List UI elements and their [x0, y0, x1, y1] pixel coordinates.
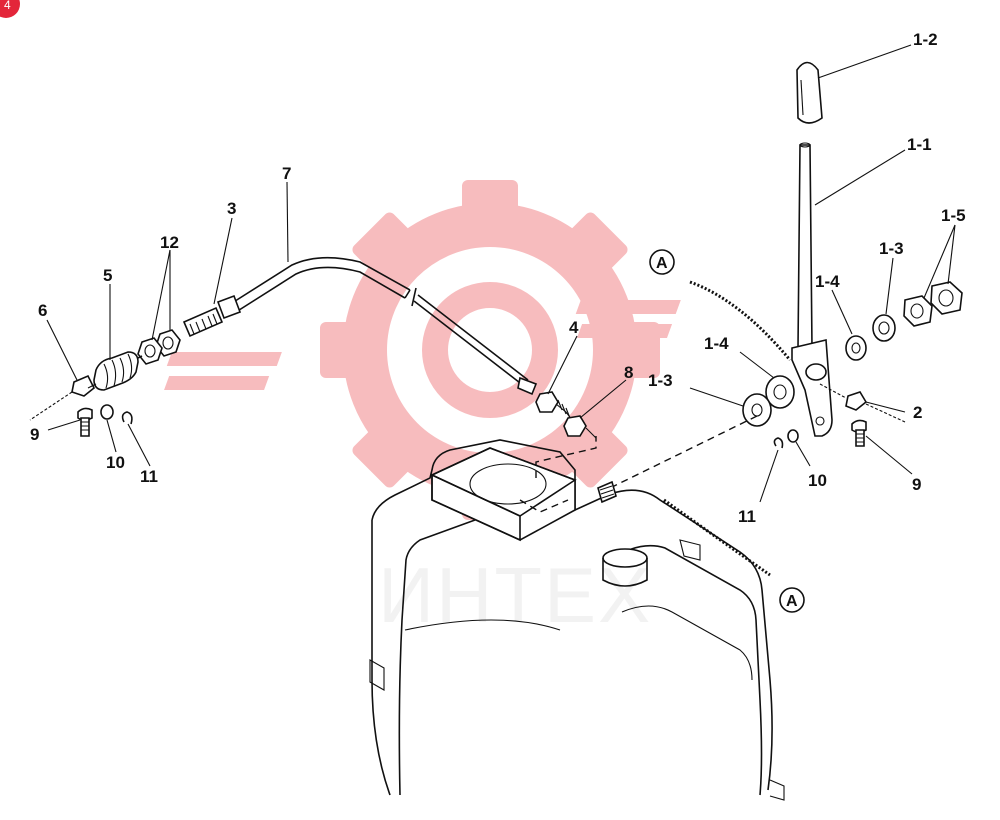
inner-cable-upper [417, 294, 529, 381]
washer-10-left [100, 404, 114, 420]
callout-a-top: A [649, 249, 675, 275]
label-5: 5 [103, 266, 112, 285]
nuts-12 [137, 329, 181, 365]
cable-clamp-right [819, 383, 906, 423]
tank-inner-right [609, 544, 763, 796]
inner-cable-cut [411, 287, 417, 307]
watermark-gear-icon [164, 180, 681, 520]
cable-sheath-lower [235, 266, 406, 313]
mounting-plate [430, 447, 577, 542]
washer-1-4-upper [845, 335, 867, 361]
leader-11-left [127, 423, 151, 467]
tank-inner-left [398, 519, 476, 796]
lever-knob [796, 61, 823, 124]
lever-bracket [791, 339, 833, 437]
label-12: 12 [160, 233, 179, 252]
tank-bracket-2 [769, 779, 785, 801]
label-2: 2 [913, 403, 922, 422]
lever-rod [797, 142, 813, 349]
leader-1-1 [814, 149, 906, 206]
tank-outline-left [371, 520, 391, 796]
label-8: 8 [624, 363, 633, 382]
label-1-5: 1-5 [941, 206, 966, 225]
label-10-right: 10 [808, 471, 827, 490]
svg-text:A: A [656, 255, 668, 272]
pivot-bolt [597, 480, 617, 504]
nuts-1-5 [903, 281, 963, 327]
label-9-left: 9 [30, 425, 39, 444]
label-11-left: 11 [140, 467, 158, 486]
leader-1-4-upper [831, 289, 853, 335]
leader-8 [579, 379, 627, 419]
rod-end [585, 427, 597, 439]
leader-1-2 [817, 44, 912, 79]
leader-9-right [865, 435, 913, 475]
leader-1-5-a [923, 224, 956, 299]
leader-10-right [795, 441, 811, 467]
tank-panel-line [621, 605, 753, 681]
bolt-9-left [77, 407, 93, 437]
label-1-1: 1-1 [907, 135, 932, 154]
leader-12-a [151, 249, 171, 341]
svg-text:A: A [786, 593, 798, 610]
tank-panel-line-2 [404, 619, 561, 631]
cable-clamp-left [29, 374, 97, 421]
leader-lines [46, 44, 956, 503]
filler-cap [602, 539, 701, 587]
leader-2 [865, 401, 906, 413]
pivot-axis [609, 415, 758, 489]
nut-4 [535, 391, 559, 413]
label-1-4-lower: 1-4 [704, 334, 729, 353]
label-7: 7 [282, 164, 291, 183]
leader-1-4-lower [739, 351, 775, 379]
threaded-end-3 [182, 294, 242, 338]
leader-1-3-right [885, 257, 894, 315]
label-6: 6 [38, 301, 47, 320]
label-10-left: 10 [106, 453, 125, 472]
bolt-9-right [851, 419, 867, 447]
cable-sheath-end [404, 289, 411, 299]
tank-outline-top [371, 439, 773, 791]
label-4: 4 [569, 318, 579, 337]
label-1-3-left: 1-3 [648, 371, 673, 390]
page-badge: 4 [0, 0, 20, 18]
page-badge-text: 4 [4, 0, 11, 12]
page-badge-circle [0, 0, 20, 18]
label-11-right: 11 [738, 507, 756, 526]
leader-3 [213, 217, 233, 305]
nut-8 [563, 415, 587, 437]
leader-11-right [759, 449, 779, 503]
watermark-text: ИНТЕХ [378, 551, 652, 639]
label-1-4-upper: 1-4 [815, 272, 840, 291]
leader-10-left [106, 419, 117, 453]
leader-1-5-b [947, 224, 956, 285]
washer-1-3-left [742, 393, 772, 427]
tank-bracket [369, 659, 385, 691]
leader-9-left [47, 419, 81, 431]
fuel-tank [369, 439, 785, 801]
label-1-2: 1-2 [913, 30, 938, 49]
label-3: 3 [227, 199, 236, 218]
clip-11-left [121, 411, 133, 425]
label-9-right: 9 [912, 475, 921, 494]
part-labels: 1-2 1-1 1-5 1-3 1-4 1-4 1-3 2 9 10 11 7 … [30, 30, 966, 526]
cable-end-fitting [517, 376, 538, 396]
washer-1-4-lower [765, 375, 795, 409]
callout-a-bottom: A [779, 587, 805, 613]
leader-1-3-left [689, 387, 744, 407]
cable-sheath-upper [231, 256, 411, 304]
control-cable [29, 256, 597, 439]
boot-5 [93, 351, 143, 391]
leader-4 [547, 335, 578, 395]
inner-cable-lower [413, 300, 525, 387]
leader-7 [286, 181, 289, 263]
washer-1-3-right [872, 314, 896, 342]
washer-10-right [787, 429, 799, 443]
label-1-3-right: 1-3 [879, 239, 904, 258]
cable-a-top [689, 280, 792, 361]
lever-assembly [597, 61, 963, 504]
clip-11-right [773, 437, 784, 449]
leader-6 [46, 319, 78, 381]
